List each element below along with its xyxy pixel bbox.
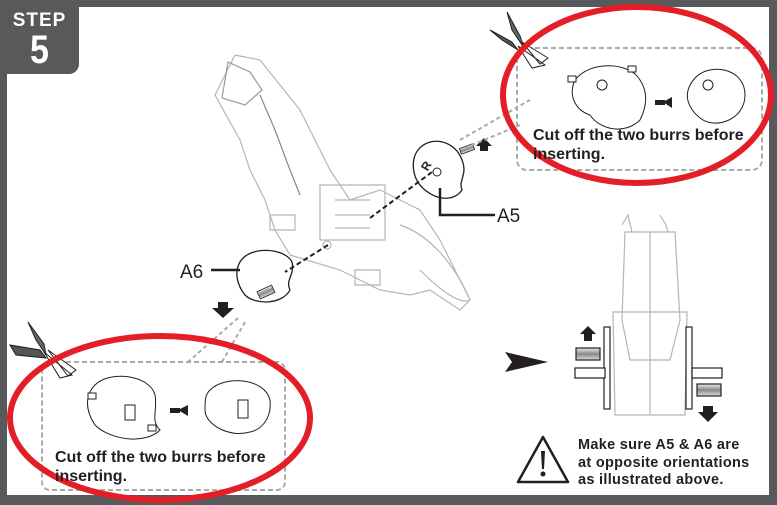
warning-text: Make sure A5 & A6 are at opposite orient… bbox=[578, 437, 750, 490]
highlight-circle-top bbox=[500, 4, 774, 186]
callout-leader-bottom bbox=[187, 317, 246, 363]
cutter-icon bbox=[489, 11, 549, 69]
warning-triangle-icon bbox=[516, 435, 570, 484]
callout-top-right bbox=[489, 11, 763, 171]
a5-insert-arrow bbox=[369, 171, 433, 219]
pointer-arrow-icon bbox=[505, 352, 548, 372]
highlight-circle-bottom bbox=[7, 333, 313, 503]
mechanism-body bbox=[214, 54, 471, 311]
callout-text-bottom: Cut off the two burrs before inserting. bbox=[55, 448, 266, 486]
cutter-icon bbox=[9, 321, 77, 379]
front-view-illustration bbox=[505, 213, 723, 422]
part-a5-disc: R bbox=[412, 138, 495, 217]
callout-top-line2: inserting. bbox=[533, 146, 606, 163]
warning-line1: Make sure A5 & A6 are bbox=[578, 437, 740, 453]
callout-text-top: Cut off the two burrs before inserting. bbox=[533, 126, 744, 164]
callout-bottom-line1: Cut off the two burrs before bbox=[55, 449, 266, 466]
part-label-a6: A6 bbox=[180, 262, 204, 283]
step-badge: STEP 5 bbox=[0, 0, 79, 74]
step-label: STEP bbox=[12, 10, 67, 31]
callout-top-line1: Cut off the two burrs before bbox=[533, 127, 744, 144]
warning-line3: as illustrated above. bbox=[578, 472, 724, 488]
a6-insert-arrow bbox=[284, 244, 329, 273]
part-a6-disc bbox=[211, 249, 294, 318]
step-number: 5 bbox=[30, 28, 49, 72]
part-label-a5: A5 bbox=[497, 206, 521, 227]
warning-line2: at opposite orientations bbox=[578, 454, 750, 471]
callout-bottom-line2: inserting. bbox=[55, 468, 128, 485]
callout-bottom-left bbox=[9, 321, 286, 491]
